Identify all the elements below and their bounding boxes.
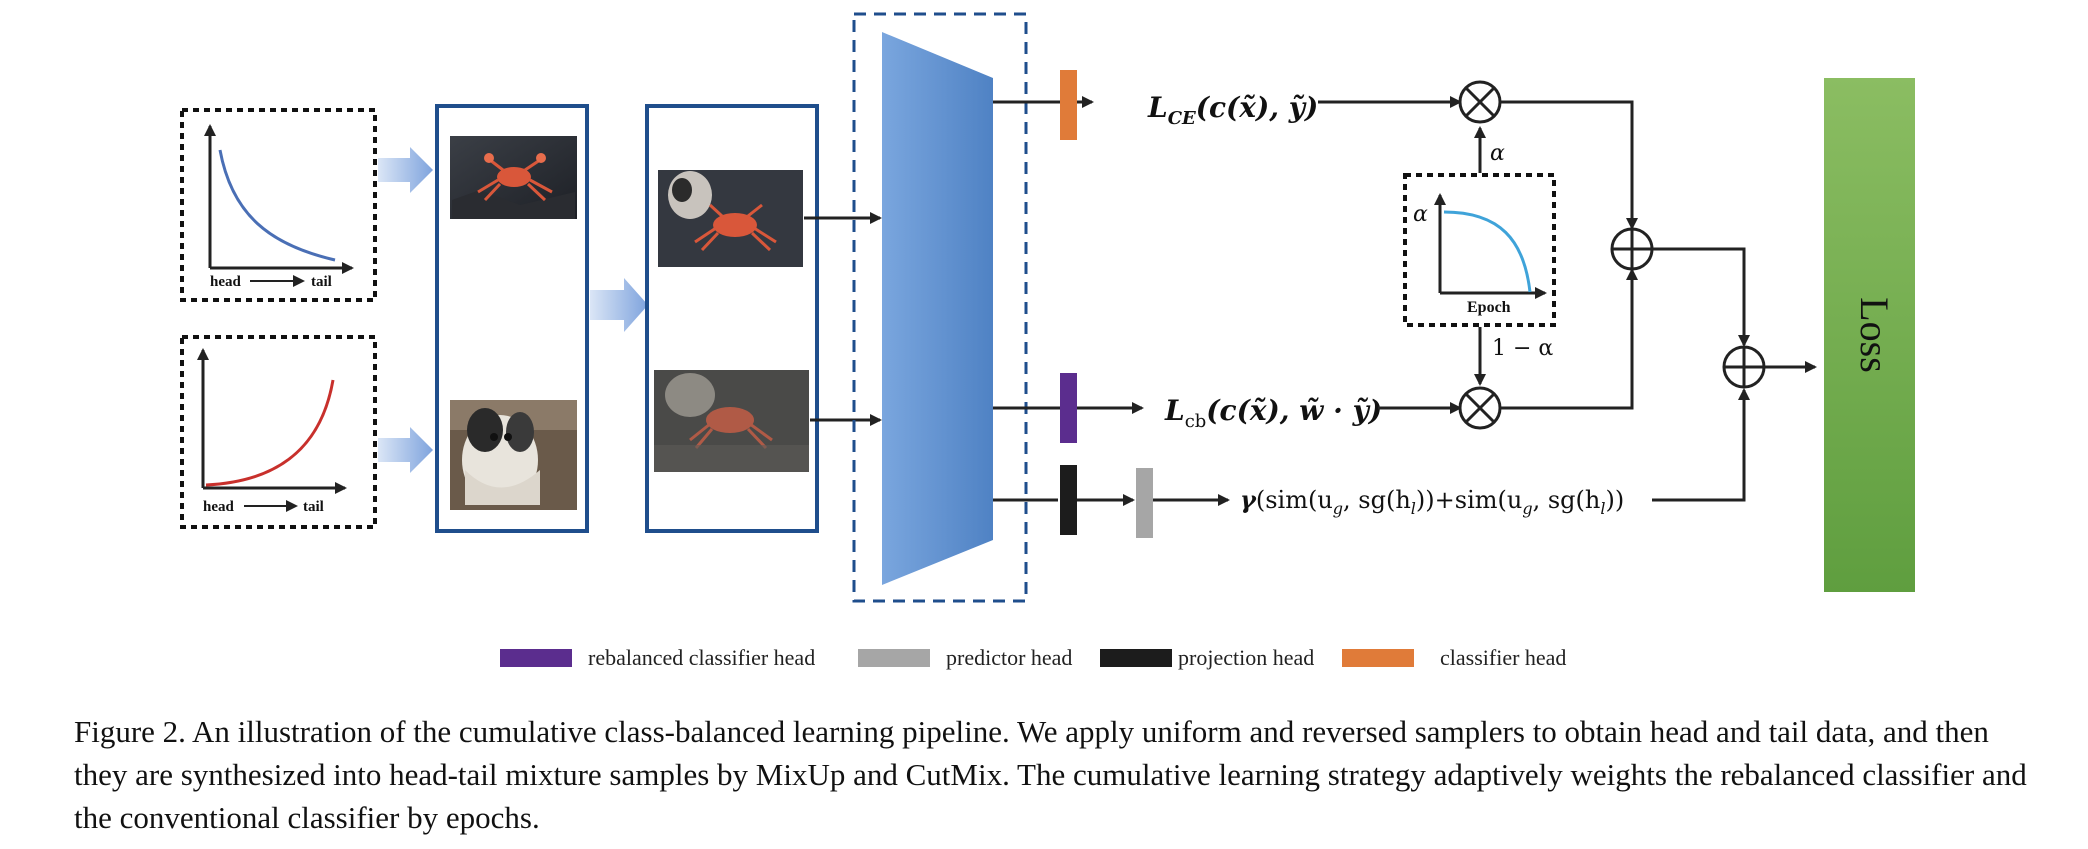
legend-classifier-head: classifier head: [1342, 645, 1566, 671]
uniform-curve: [218, 149, 336, 262]
legend-swatch-black: [1100, 649, 1172, 667]
alpha-plot-x-label: Epoch: [1467, 299, 1511, 316]
multiply-node-bottom: [1458, 386, 1502, 430]
projection-head: [1060, 465, 1077, 535]
sampled-images-box: [435, 104, 589, 533]
legend-label: projection head: [1178, 645, 1315, 670]
plot2-tail-label: tail: [303, 499, 324, 515]
figure-caption: Figure 2. An illustration of the cumulat…: [74, 710, 2034, 839]
alpha-schedule-plot: α Epoch: [1403, 173, 1556, 327]
backbone-network: [882, 32, 993, 585]
legend-swatch-gray: [858, 649, 930, 667]
block-arrow-1: [378, 147, 433, 193]
rebalanced-classifier-head: [1060, 373, 1077, 443]
legend-swatch-orange: [1342, 649, 1414, 667]
sum-node-bottom: [1722, 345, 1766, 389]
loss-box: [1824, 78, 1915, 592]
tail-sample-image: [450, 400, 577, 510]
cb-loss-formula: Lcb(c(x̃), w̃ · ỹ): [1164, 394, 1382, 432]
classifier-head: [1060, 70, 1077, 140]
cutmix-sample-image: [654, 370, 809, 472]
reversed-curve: [205, 379, 335, 487]
caption-text: An illustration of the cumulative class-…: [74, 714, 2027, 835]
legend-predictor-head: predictor head: [858, 645, 1072, 671]
caption-label: Figure 2.: [74, 714, 186, 749]
mixed-images-box: [645, 104, 819, 533]
legend-label: rebalanced classifier head: [588, 645, 816, 670]
legend-rebalanced-classifier-head: rebalanced classifier head: [500, 645, 815, 671]
uniform-sampler-plot: head tail: [180, 108, 377, 302]
plot2-head-label: head: [203, 499, 235, 515]
block-arrow-2: [378, 427, 433, 473]
multiply-node-top: [1458, 80, 1502, 124]
legend-projection-head: projection head: [1100, 645, 1314, 671]
plot1-tail-label: tail: [311, 274, 332, 290]
mixup-sample-image: [658, 170, 803, 267]
contrastive-loss-formula: γ(sim(ug, sg(hl))+sim(ug, sg(hl)): [1240, 485, 1624, 518]
ce-loss-formula: LCE(c(x̃), ỹ): [1147, 91, 1318, 129]
backbone-dashed-box: [852, 12, 1028, 603]
loss-box-label: Loss: [1852, 297, 1897, 373]
legend-label: classifier head: [1440, 645, 1567, 670]
alpha-plot-y-label: α: [1413, 202, 1428, 227]
reversed-sampler-plot: head tail: [180, 335, 377, 529]
block-arrow-3: [590, 278, 648, 332]
plot1-head-label: head: [210, 274, 242, 290]
predictor-head: [1136, 468, 1153, 538]
alpha-curve: [1443, 210, 1532, 293]
alpha-label: α: [1490, 141, 1505, 166]
one-minus-alpha-label: 1 − α: [1492, 336, 1553, 361]
head-sample-image: [450, 136, 577, 219]
legend-label: predictor head: [946, 645, 1073, 670]
legend-swatch-purple: [500, 649, 572, 667]
sum-node-top: [1610, 227, 1654, 271]
